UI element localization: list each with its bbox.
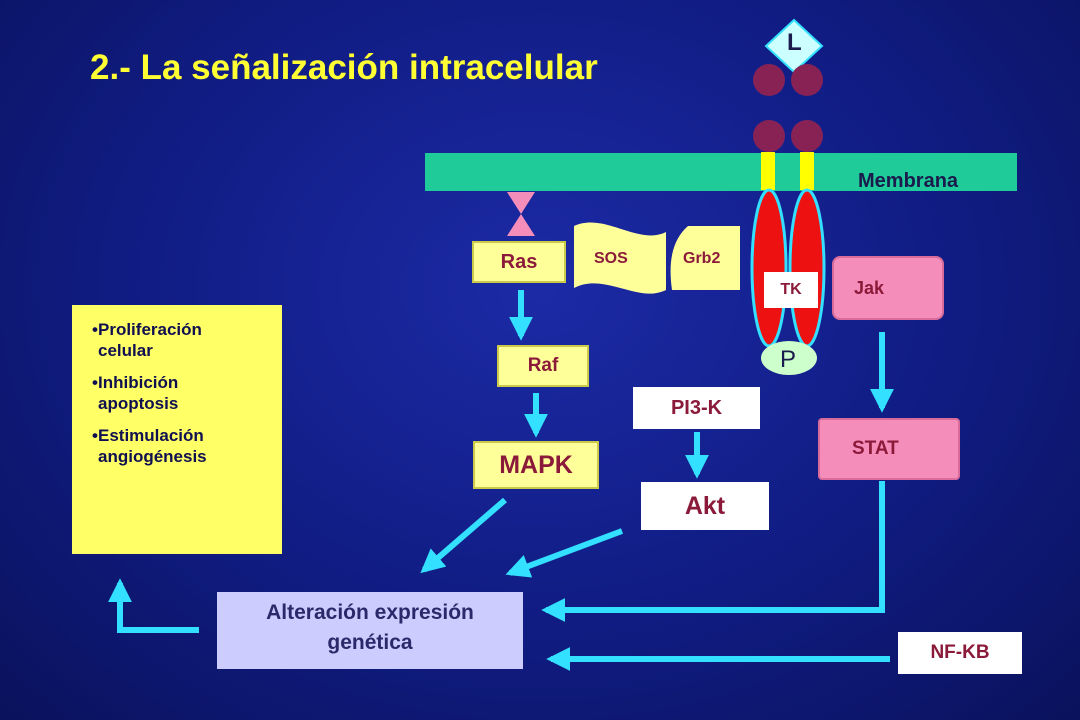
- sos-shape: [574, 222, 666, 294]
- cell-membrane: [425, 153, 1017, 191]
- receptor-domain-sphere: [753, 120, 785, 152]
- receptor-domain-sphere: [791, 64, 823, 96]
- receptor-domain-sphere: [791, 120, 823, 152]
- stat-node: STAT: [818, 418, 960, 480]
- phosphate-label: P: [780, 346, 797, 373]
- grb2-label: Grb2: [683, 250, 721, 267]
- pi3k-node: PI3-K: [633, 387, 760, 429]
- arrow-alteracion-effects: [108, 578, 199, 633]
- sos-label: SOS: [594, 250, 628, 267]
- jak-node: Jak: [832, 256, 944, 320]
- tk-label: TK: [764, 272, 818, 308]
- mapk-node: MAPK: [473, 441, 599, 489]
- transmembrane-segment: [800, 152, 814, 190]
- phosphate-oval: [761, 341, 817, 375]
- effect-line: apoptosis: [98, 394, 179, 413]
- effect-line: Proliferación: [98, 320, 202, 339]
- effects-box: Proliferación celular Inhibición apoptos…: [72, 305, 282, 554]
- effect-line: angiogénesis: [98, 447, 207, 466]
- gene-expression-box: Alteración expresión genética: [217, 592, 523, 669]
- gene-expression-line1: Alteración expresión: [266, 601, 474, 624]
- ras-anchor-bottom: [507, 214, 535, 236]
- nfkb-node: NF-KB: [898, 632, 1022, 674]
- gene-expression-line2: genética: [327, 631, 413, 654]
- effect-line: Estimulación: [98, 426, 204, 445]
- slide-title: 2.- La señalización intracelular: [90, 48, 598, 87]
- effect-line: celular: [98, 341, 153, 360]
- effect-proliferation: Proliferación celular: [92, 319, 270, 361]
- arrow-akt-alteracion: [505, 528, 624, 578]
- ligand-label: L: [787, 29, 802, 56]
- receptor-kinase-domain: [788, 188, 826, 348]
- akt-node: Akt: [641, 482, 769, 530]
- receptor-domain-sphere: [753, 64, 785, 96]
- effect-line: Inhibición: [98, 373, 179, 392]
- transmembrane-segment: [761, 152, 775, 190]
- grb2-shape: [670, 226, 740, 290]
- receptor-kinase-domain: [750, 188, 788, 348]
- ras-node: Ras: [472, 241, 566, 283]
- effect-apoptosis-inhibition: Inhibición apoptosis: [92, 372, 270, 414]
- effects-list: Proliferación celular Inhibición apoptos…: [92, 319, 270, 467]
- arrow-mapk-alteracion: [420, 497, 507, 574]
- effect-angiogenesis: Estimulación angiogénesis: [92, 425, 270, 467]
- arrow-stat-alteracion: [541, 481, 885, 622]
- raf-node: Raf: [497, 345, 589, 387]
- ras-anchor-top: [507, 192, 535, 214]
- membrane-label: Membrana: [858, 170, 959, 192]
